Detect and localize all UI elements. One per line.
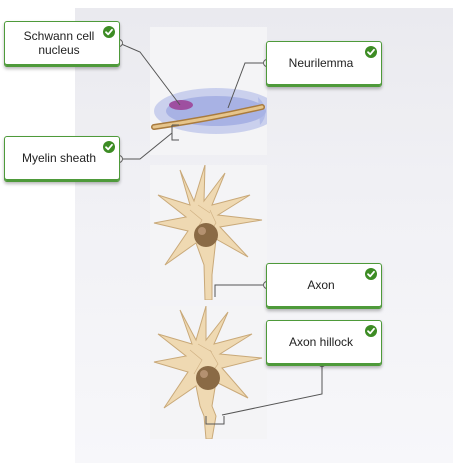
check-icon (365, 46, 377, 58)
label-text: Schwann cell nucleus (23, 29, 95, 57)
label-axon[interactable]: Axon (266, 263, 382, 309)
neuron-nucleus (196, 366, 220, 390)
check-icon (103, 26, 115, 38)
check-icon (365, 268, 377, 280)
neuron-hillock-image-panel (150, 306, 267, 439)
label-neurilemma[interactable]: Neurilemma (266, 41, 382, 87)
neuron-axon-image-panel (150, 165, 267, 300)
label-text: Axon (307, 278, 335, 292)
schwann-nucleus-shape (169, 100, 193, 110)
neuron-nucleus (194, 223, 218, 247)
schwann-cell-image-panel (150, 27, 267, 155)
check-icon (365, 325, 377, 337)
label-axon-hillock[interactable]: Axon hillock (266, 320, 382, 366)
label-text: Neurilemma (288, 56, 354, 70)
label-schwann-cell-nucleus[interactable]: Schwann cell nucleus (4, 21, 120, 67)
label-text: Axon hillock (288, 335, 354, 349)
check-icon (103, 141, 115, 153)
label-myelin-sheath[interactable]: Myelin sheath (4, 136, 120, 182)
label-text: Myelin sheath (21, 151, 97, 165)
